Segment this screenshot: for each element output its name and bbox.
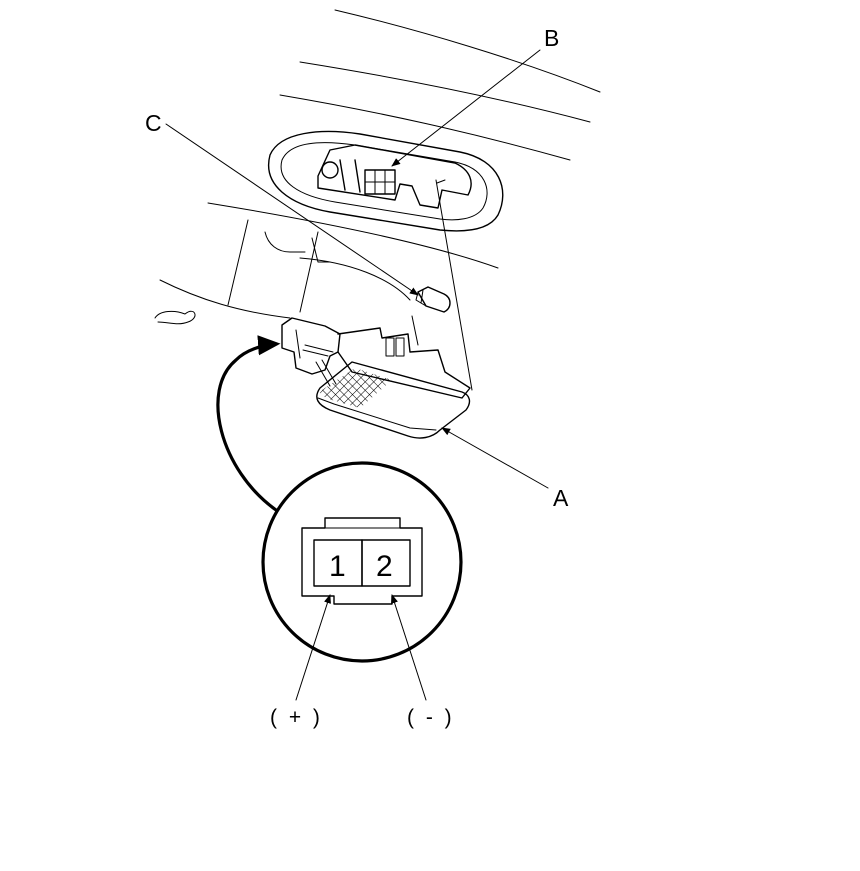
- label-a: A: [553, 485, 569, 511]
- leader-b: [391, 49, 541, 167]
- pin-1-label: 1: [329, 550, 346, 583]
- detail-arrow: [216, 335, 281, 512]
- label-c: C: [145, 110, 162, 136]
- leader-negative: [391, 594, 427, 701]
- connector-detail: [261, 461, 463, 663]
- leader-c: [165, 123, 419, 296]
- ceiling-lamp-a: [281, 317, 471, 439]
- bulb-c: [415, 286, 451, 313]
- pin-2-label: 2: [376, 550, 393, 583]
- negative-label: ( - ): [407, 706, 455, 729]
- label-b: B: [544, 25, 559, 51]
- roof-opening-bezel: [267, 130, 504, 232]
- interior-structure: [154, 179, 473, 391]
- leader-a: [441, 427, 549, 489]
- positive-label: ( + ): [270, 706, 323, 729]
- lamp-socket-b: [317, 144, 472, 209]
- headliner-contours: [207, 9, 601, 269]
- leader-positive: [295, 594, 331, 701]
